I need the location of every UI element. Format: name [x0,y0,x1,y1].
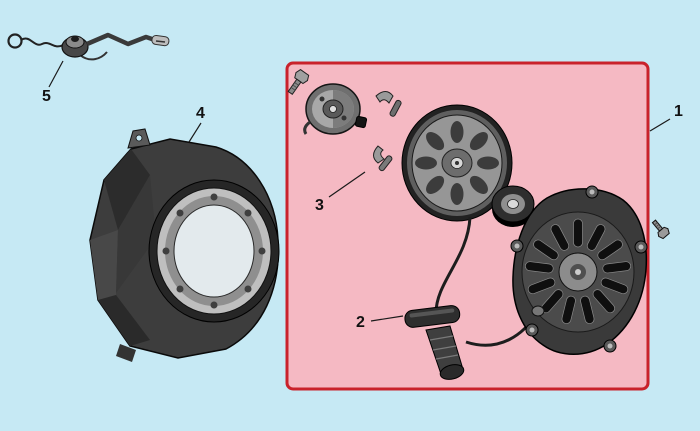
friction-spring-drawing [373,91,402,172]
housing-bolt-drawing [651,219,670,240]
callout-leader-4 [188,122,202,143]
rope-reel-drawing [401,104,513,222]
friction-plate-drawing [491,185,535,227]
callout-label-1[interactable]: 1 [674,103,683,120]
callout-label-5[interactable]: 5 [42,88,51,105]
callout-leader-1 [649,118,671,132]
callout-label-2[interactable]: 2 [356,314,365,331]
ratchet-guide-drawing [354,115,368,129]
starter-grip-drawing [404,305,465,380]
fan-cover-drawing [89,128,280,362]
recoil-starter-housing-drawing [510,185,648,355]
engine-stop-switch-drawing [7,32,170,61]
callout-leader-2 [370,315,404,322]
pulley-bolt-drawing [287,68,310,96]
callout-label-4[interactable]: 4 [196,105,205,122]
callout-leader-3 [328,171,366,198]
starter-ratchet-drawing [303,83,361,135]
callout-label-3[interactable]: 3 [315,197,324,214]
callout-leader-5 [48,60,64,88]
